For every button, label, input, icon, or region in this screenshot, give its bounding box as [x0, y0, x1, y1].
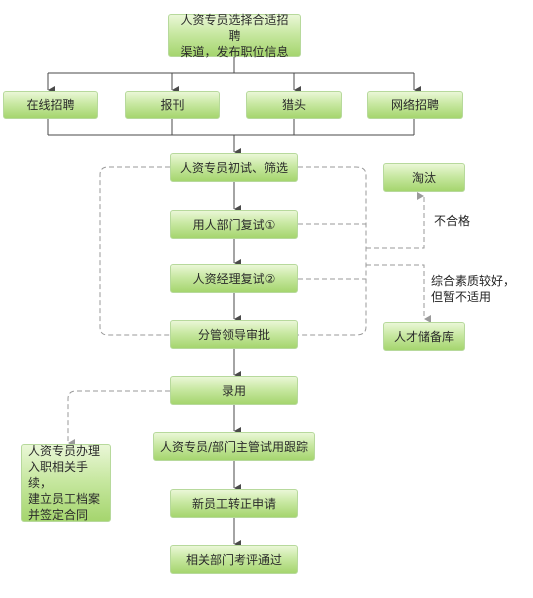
- select-channel-box: 人资专员选择合适招聘 渠道，发布职位信息: [168, 13, 301, 59]
- dash-fail-branch: [366, 192, 425, 249]
- trial-tracking-box: 人资专员/部门主管试用跟踪: [153, 432, 315, 461]
- channel-headhunter-box: 猎头: [246, 91, 342, 119]
- regular-application-box: 新员工转正申请: [170, 489, 298, 518]
- dash-onboard-branch: [67, 390, 170, 447]
- leader-approval-box: 分管领导审批: [170, 320, 298, 349]
- reserve-label: 综合素质较好， 但暂不适用: [431, 274, 516, 304]
- channel-network-box: 网络招聘: [367, 91, 463, 119]
- manager-interview-box: 人资经理复试②: [170, 264, 298, 293]
- interview-group-outline: [99, 166, 170, 336]
- talent-pool-box: 人才储备库: [383, 322, 465, 351]
- dept-interview-box: 用人部门复试①: [170, 210, 298, 239]
- channel-online-box: 在线招聘: [3, 91, 98, 119]
- fail-label: 不合格: [434, 214, 471, 228]
- hire-box: 录用: [170, 376, 298, 405]
- interview-group-outline-right: [298, 166, 367, 336]
- screen-box: 人资专员初试、筛选: [170, 153, 298, 182]
- channel-newspaper-box: 报刊: [125, 91, 220, 119]
- dash-reserve-branch: [366, 264, 431, 323]
- eliminate-box: 淘汰: [383, 163, 465, 192]
- onboarding-box: 人资专员办理 入职相关手续， 建立员工档案 并签定合同: [21, 444, 111, 522]
- evaluation-pass-box: 相关部门考评通过: [170, 545, 298, 574]
